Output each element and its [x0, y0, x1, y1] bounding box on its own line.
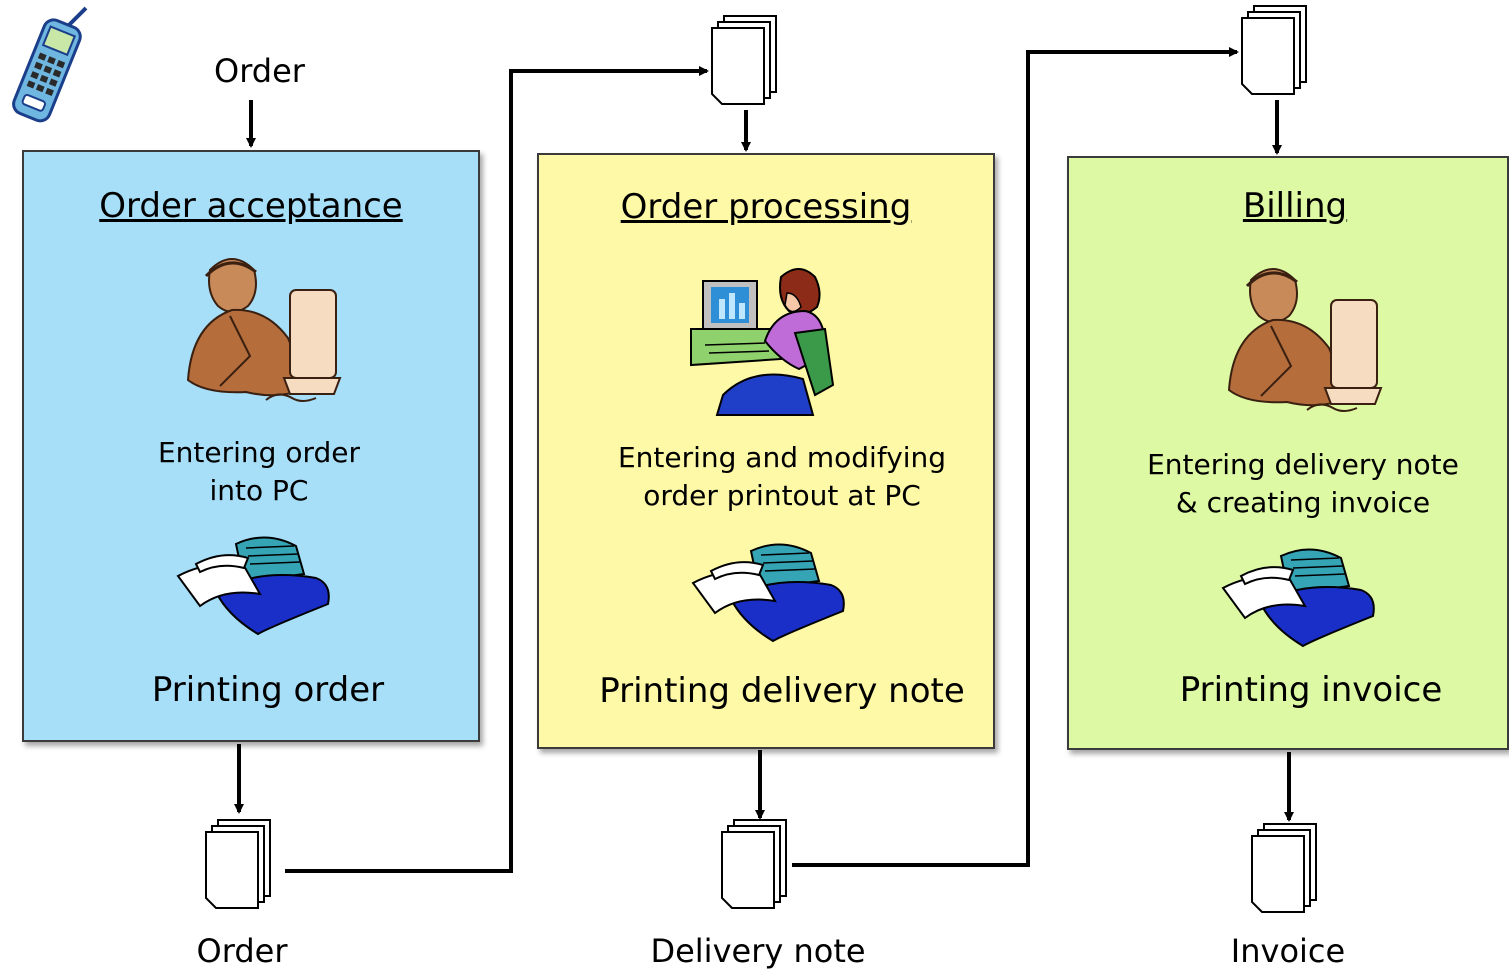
- stage-billing: Billing Entering delivery note & creatin…: [1067, 156, 1509, 750]
- stage-order-processing: Order processing Entering and modifying …: [537, 153, 995, 749]
- printer-icon: [176, 536, 330, 636]
- printer-icon: [691, 543, 845, 643]
- input-order-label: Order: [214, 52, 305, 90]
- output-label-invoice: Invoice: [1230, 932, 1346, 970]
- man-at-computer-icon: [186, 258, 342, 402]
- output-label-delivery-note: Delivery note: [650, 932, 866, 970]
- step-text: Entering delivery note & creating invoic…: [1147, 448, 1459, 519]
- print-text: Printing invoice: [1179, 670, 1443, 710]
- document-stack-icon: [721, 819, 787, 909]
- print-text: Printing order: [151, 670, 385, 710]
- print-text: Printing delivery note: [599, 671, 965, 711]
- document-stack-icon: [711, 15, 777, 105]
- document-stack-icon: [205, 819, 271, 909]
- connector-delivery-to-billing: [792, 47, 1239, 867]
- connector-order-to-processing: [285, 66, 709, 873]
- stage-title: Order processing: [620, 187, 912, 227]
- document-stack-icon: [1251, 823, 1317, 913]
- woman-at-computer-icon: [690, 268, 835, 416]
- stage-title: Billing: [1242, 186, 1348, 226]
- cell-phone-icon: [12, 6, 88, 123]
- document-stack-icon: [1241, 5, 1307, 95]
- stage-title: Order acceptance: [99, 186, 403, 226]
- output-label-order: Order: [196, 932, 288, 970]
- stage-order-acceptance: Order acceptance Entering order into PC …: [22, 150, 480, 742]
- printer-icon: [1221, 548, 1375, 648]
- man-at-computer-icon: [1227, 268, 1383, 412]
- step-text: Entering order into PC: [157, 436, 360, 507]
- step-text: Entering and modifying order printout at…: [617, 441, 947, 512]
